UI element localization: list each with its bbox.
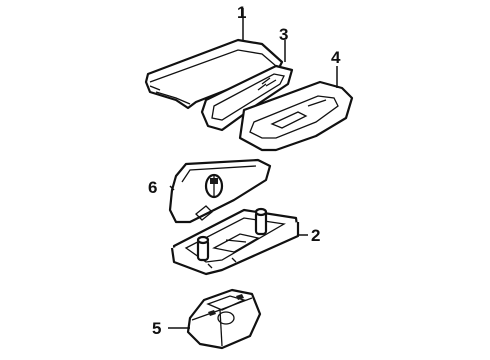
callout-4: 4 [331,48,341,67]
callout-leaders [168,8,338,329]
callout-2: 2 [311,226,320,245]
callout-5: 5 [152,319,161,338]
part-5-bracket [186,288,262,350]
part-2-base-tray [170,207,300,276]
part-1-cover [144,38,284,110]
callout-3: 3 [279,25,288,44]
part-4-housing [238,80,354,152]
part-6-socket-plate [168,158,272,224]
callout-1: 1 [237,3,246,22]
callout-6: 6 [148,178,157,197]
